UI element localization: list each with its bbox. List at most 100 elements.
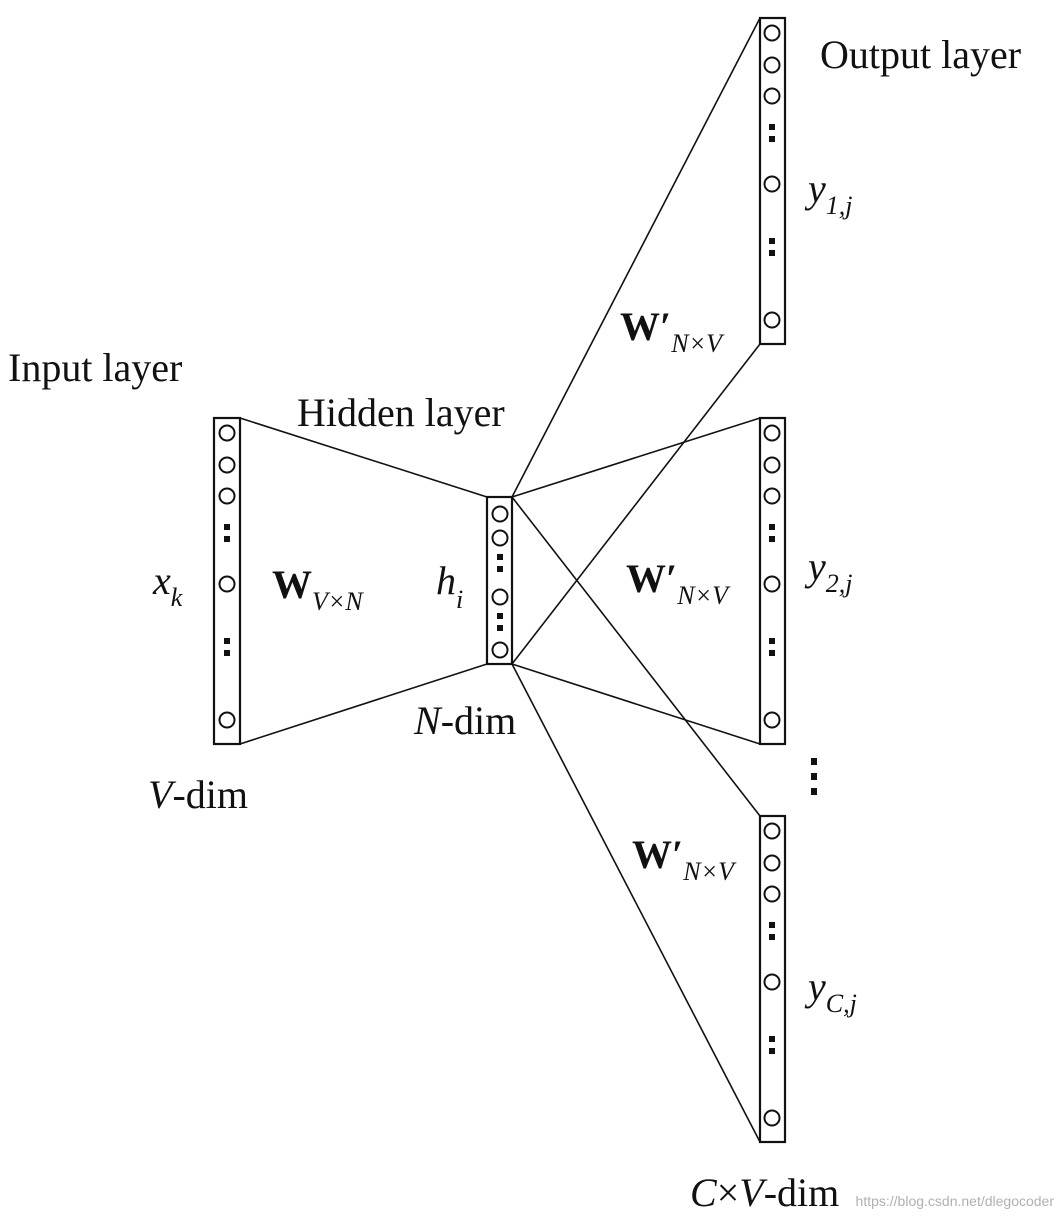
output-layer-label: Output layer	[820, 32, 1021, 77]
output-ellipsis	[811, 758, 817, 795]
input-layer-neuron	[218, 456, 236, 474]
output-weight-label-1: W′N×V	[620, 304, 725, 358]
output-layer-2-neuron	[763, 711, 781, 729]
output-layer-1-ellipsis-dot	[769, 124, 775, 130]
output-subscript: C,j	[826, 989, 857, 1018]
output-weight-subscript: N×V	[682, 857, 737, 886]
input-dim-suffix: -dim	[172, 772, 248, 817]
output-layer-1-ellipsis-dot	[769, 238, 775, 244]
output-weight-subscript: N×V	[670, 329, 725, 358]
hidden-output1-connection-top	[511, 17, 761, 498]
ellipsis-dot	[811, 773, 817, 780]
output-layer-C-neuron	[763, 1109, 781, 1127]
hidden-layer-ellipsis-dot	[497, 566, 503, 572]
hidden-layer-neuron	[491, 588, 509, 606]
input-layer-neuron	[218, 424, 236, 442]
input-hidden-connection-bottom	[239, 663, 488, 745]
input-layer-ellipsis-dot	[224, 638, 230, 644]
hidden-dim-suffix: -dim	[441, 698, 517, 743]
hidden-layer-neuron	[491, 505, 509, 523]
output-weight-main: W′	[632, 832, 683, 877]
hidden-output1-connection-bottom	[511, 343, 761, 665]
hidden-subscript: i	[456, 585, 463, 614]
output-subscript: 2,j	[826, 569, 853, 598]
output-layer-2-neuron	[763, 456, 781, 474]
hidden-layer-neuron	[491, 641, 509, 659]
ellipsis-dot	[811, 758, 817, 765]
input-layer-neuron	[218, 575, 236, 593]
layer-columns	[212, 16, 787, 1144]
hidden-var: h	[436, 558, 456, 603]
output-weight-label-2: W′N×V	[626, 556, 731, 610]
output-layer-1-neuron	[763, 175, 781, 193]
output-var: y	[804, 166, 826, 211]
output-layer-2-ellipsis-dot	[769, 536, 775, 542]
output-layer-C-ellipsis-dot	[769, 1048, 775, 1054]
output-layer-2-neuron	[763, 424, 781, 442]
output-layer-1-neuron	[763, 56, 781, 74]
input-weight-label: WV×N	[272, 562, 364, 616]
input-dim-var: V	[148, 772, 177, 817]
output-layer-2-ellipsis-dot	[769, 638, 775, 644]
hidden-outputC-connection-top	[511, 496, 761, 817]
neuron-groups	[218, 24, 781, 1127]
input-var: x	[152, 558, 171, 603]
hidden-dimension-label: N-dim	[413, 698, 516, 743]
output-weight-main: W′	[620, 304, 671, 349]
hidden-layer-ellipsis-dot	[497, 625, 503, 631]
input-layer-ellipsis-dot	[224, 536, 230, 542]
ellipsis-dot	[811, 788, 817, 795]
output-layer-C-neuron	[763, 854, 781, 872]
watermark-text: https://blog.csdn.net/dlegocoder	[856, 1193, 1055, 1209]
output-layer-C-ellipsis-dot	[769, 934, 775, 940]
output-weight-label-3: W′N×V	[632, 832, 737, 886]
output-layer-2-neuron	[763, 487, 781, 505]
input-subscript: k	[171, 583, 183, 612]
hidden-layer-label: Hidden layer	[297, 390, 505, 435]
output-layer-2-ellipsis-dot	[769, 650, 775, 656]
output-layer-C-neuron	[763, 885, 781, 903]
input-dimension-label: V-dim	[148, 772, 248, 817]
output-layer-1-ellipsis-dot	[769, 136, 775, 142]
output-var: y	[804, 964, 826, 1009]
input-weight-main: W	[272, 562, 312, 607]
output-layer-2-ellipsis-dot	[769, 524, 775, 530]
output-layer-1-neuron	[763, 87, 781, 105]
output-weight-main: W′	[626, 556, 677, 601]
output-weight-subscript: N×V	[676, 581, 731, 610]
input-layer-ellipsis-dot	[224, 524, 230, 530]
hidden-output2-connection-bottom	[511, 663, 761, 745]
output-layer-C-ellipsis-dot	[769, 922, 775, 928]
hidden-output2-connection-top	[511, 417, 761, 498]
hidden-outputC-connection-bottom	[511, 663, 761, 1143]
input-layer-neuron	[218, 487, 236, 505]
output-subscript: 1,j	[826, 191, 853, 220]
hidden-layer-neuron	[491, 529, 509, 547]
output-layer-2-neuron	[763, 575, 781, 593]
hidden-vector-label: hi	[436, 558, 463, 614]
input-hidden-connection-top	[239, 417, 488, 498]
output-layer-1-ellipsis-dot	[769, 250, 775, 256]
output-layer-1-neuron	[763, 24, 781, 42]
output-dim-var1: C	[690, 1170, 718, 1215]
input-layer-ellipsis-dot	[224, 650, 230, 656]
input-vector-label: xk	[152, 558, 183, 612]
output-dim-times: ×	[717, 1170, 740, 1215]
output-layer-1-neuron	[763, 311, 781, 329]
output-layer-C-neuron	[763, 822, 781, 840]
input-layer-label: Input layer	[8, 345, 182, 390]
input-layer-neuron	[218, 711, 236, 729]
hidden-layer-ellipsis-dot	[497, 613, 503, 619]
input-weight-subscript: V×N	[312, 587, 364, 616]
connections	[239, 17, 761, 1143]
hidden-layer-column	[485, 495, 514, 666]
output-vector-label-1: y1,j	[804, 166, 853, 220]
output-layer-C-ellipsis-dot	[769, 1036, 775, 1042]
output-vector-label-2: y2,j	[804, 544, 853, 598]
hidden-dim-var: N	[413, 698, 443, 743]
hidden-layer-ellipsis-dot	[497, 554, 503, 560]
output-layer-C-neuron	[763, 973, 781, 991]
output-dim-var2: V	[739, 1170, 768, 1215]
output-var: y	[804, 544, 826, 589]
